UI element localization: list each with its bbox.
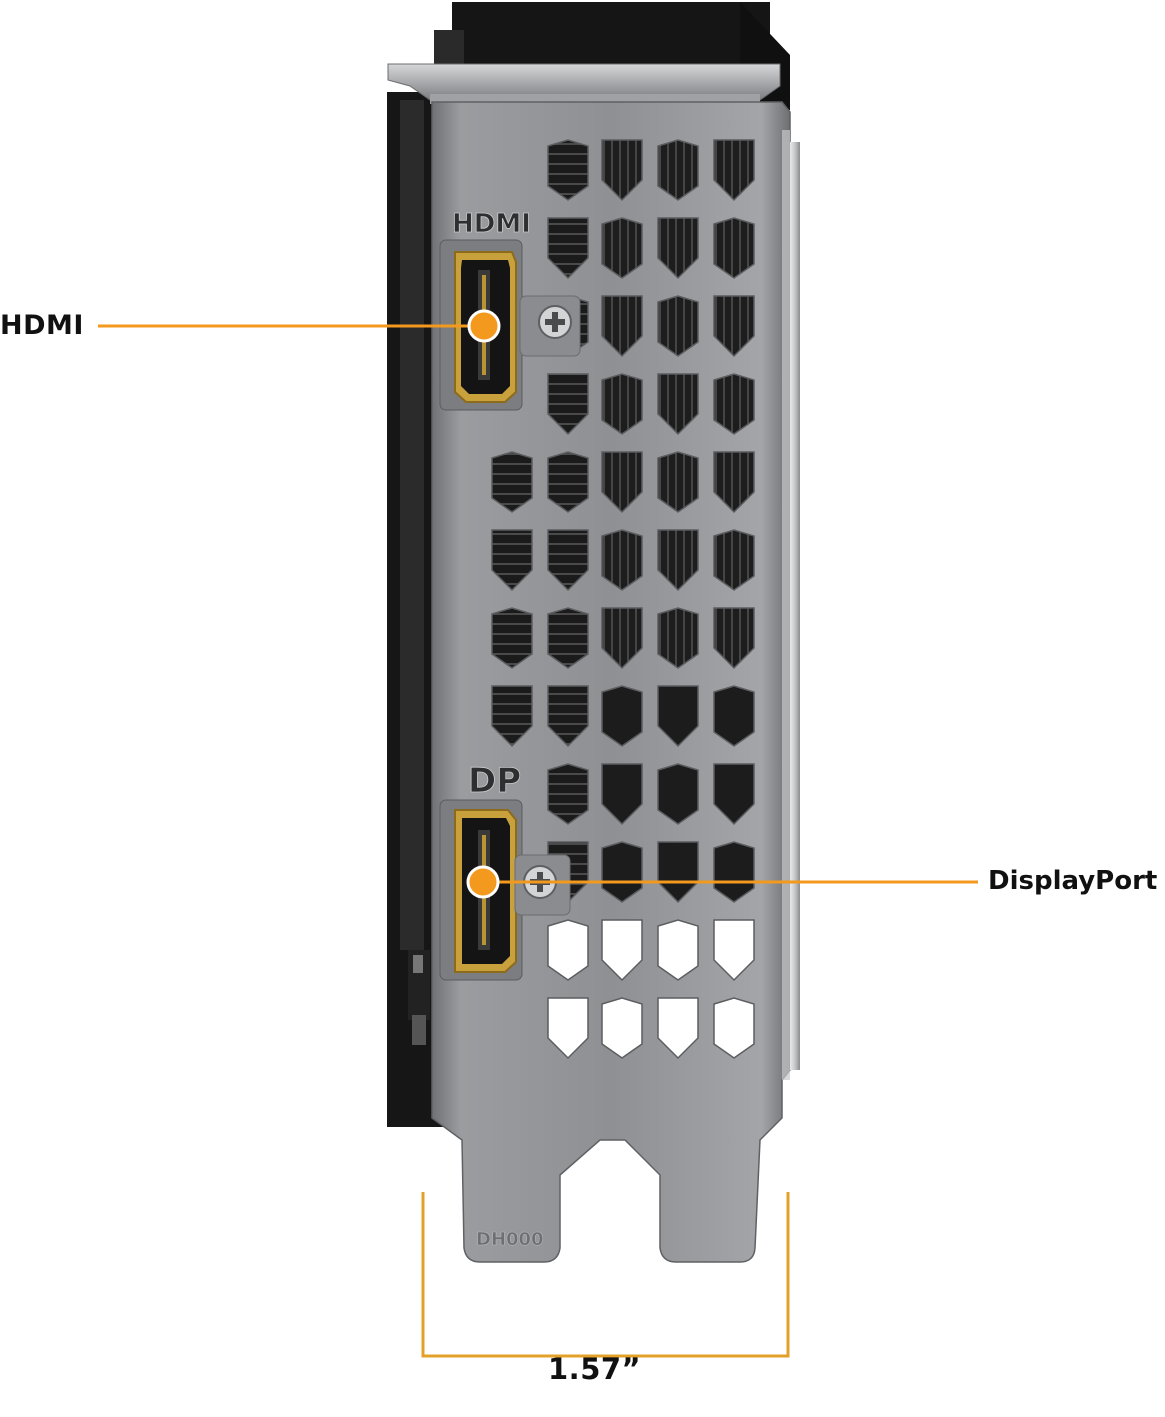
vent-cutout [601, 295, 643, 358]
vent-cutout [657, 295, 699, 357]
vent-cutout [657, 451, 699, 513]
hdmi-screw [519, 295, 581, 357]
width-dimension-label: 1.57” [548, 1352, 642, 1386]
vent-cutout [547, 607, 589, 669]
vent-cutout [713, 529, 755, 591]
vent-cutout [547, 451, 589, 513]
vent-cutout [713, 139, 755, 202]
displayport-screw [514, 854, 571, 916]
vent-cutout [713, 295, 755, 358]
displayport-callout-label: DisplayPort [988, 866, 1158, 896]
vent-cutout [601, 529, 643, 591]
vent-cutout [657, 139, 699, 201]
vent-cutout [713, 919, 755, 982]
vent-cutout [601, 685, 643, 747]
vent-cutout [657, 919, 699, 981]
vent-cutout [657, 685, 699, 748]
vent-cutout [601, 139, 643, 202]
bracket-stamp: DH000 [476, 1229, 544, 1250]
width-dimension-bracket [421, 1192, 790, 1358]
vent-cutout [491, 685, 533, 748]
vent-cutout [657, 373, 699, 436]
vent-cutout [657, 217, 699, 280]
hdmi-callout-label: HDMI [0, 310, 84, 341]
hdmi-callout [98, 309, 501, 343]
vent-cutout [713, 841, 755, 903]
vent-cutout [491, 529, 533, 592]
vent-cutout [601, 919, 643, 982]
vent-cutout [547, 139, 589, 201]
vent-cutout [601, 451, 643, 514]
vent-cutout [657, 997, 699, 1060]
vent-cutout [657, 763, 699, 825]
vent-cutout [547, 217, 589, 280]
vent-cutout [713, 607, 755, 670]
vent-cutout [491, 607, 533, 669]
vent-cutout [657, 529, 699, 592]
vent-cutout [713, 685, 755, 747]
dp-silkscreen: DP [468, 761, 521, 801]
vent-cutout [601, 997, 643, 1059]
vent-cutout [547, 997, 589, 1060]
vent-cutout [547, 763, 589, 825]
vent-cutout [713, 217, 755, 279]
vent-cutout [713, 997, 755, 1059]
vent-cutout [657, 607, 699, 669]
vent-cutout [547, 919, 589, 981]
vent-cutout [713, 763, 755, 826]
hdmi-silkscreen: HDMI [452, 209, 531, 239]
vent-cutout [547, 529, 589, 592]
vent-cutout [601, 841, 643, 903]
vent-grid [491, 139, 755, 1060]
vent-cutout [547, 373, 589, 436]
vent-cutout [491, 451, 533, 513]
vent-cutout [601, 217, 643, 279]
vent-cutout [657, 841, 699, 904]
vent-cutout [601, 763, 643, 826]
vent-cutout [601, 373, 643, 435]
vent-cutout [713, 451, 755, 514]
vent-cutout [713, 373, 755, 435]
bracket-top-tab [387, 63, 781, 104]
vent-cutout [547, 685, 589, 748]
vent-cutout [601, 607, 643, 670]
displayport-callout [466, 865, 978, 899]
